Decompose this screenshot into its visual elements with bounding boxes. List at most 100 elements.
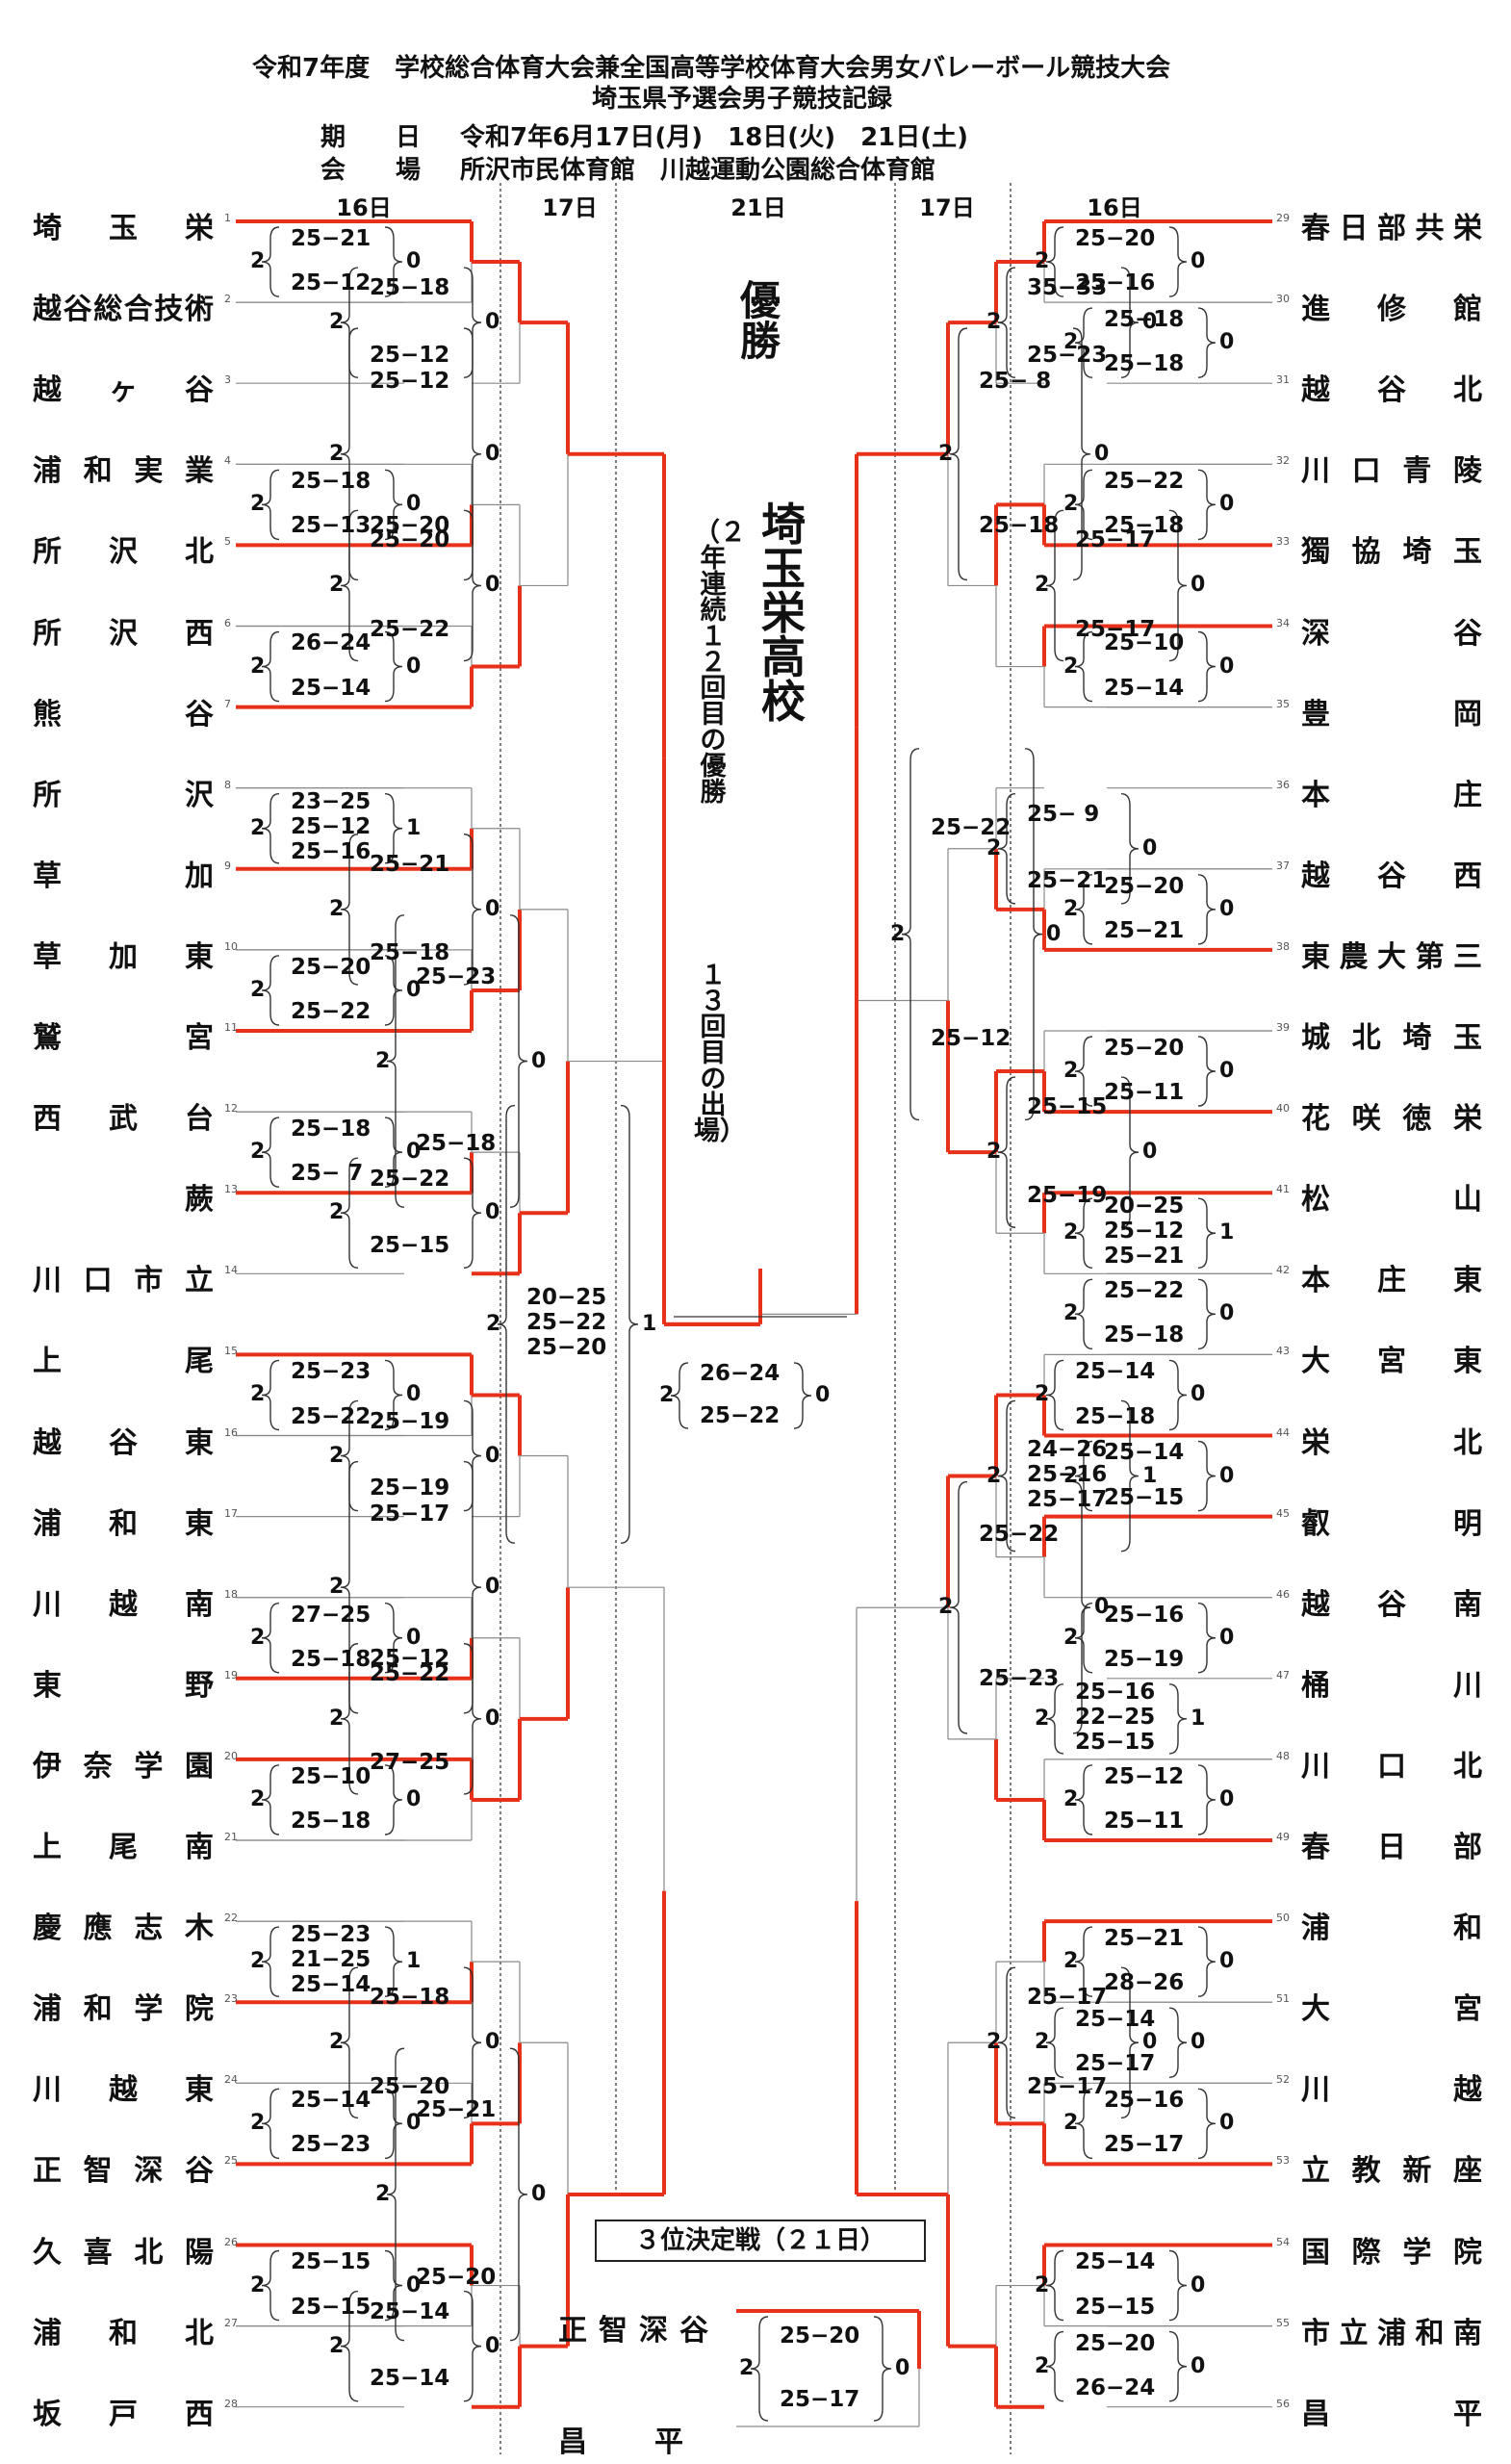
team-name-right: 大宮東 [1301,1337,1482,1379]
team-name-right: 花咲徳栄 [1301,1094,1482,1137]
left-round-sets-won: 2 [329,1706,345,1731]
team-name-char: 玉 [1452,1021,1482,1055]
team-name-right: 大宮 [1301,1985,1482,2027]
team-seed-number: 42 [1276,1264,1290,1277]
score-brace [384,793,403,864]
team-name-left: 所沢 [33,771,214,813]
team-name-right: 松山 [1301,1175,1482,1218]
right-match-sets-lost: 0 [1191,249,1206,274]
right-match-set-score: 25−18 [1075,1403,1156,1429]
score-brace [1074,469,1093,541]
team-name-char: 沢 [185,778,214,812]
team-name-char: 和 [83,1992,113,2027]
right-match-sets-lost: 0 [1191,573,1206,598]
team-seed-number: 55 [1276,2316,1290,2329]
team-name-right: 桶川 [1301,1661,1482,1704]
team-name-char: 坂 [33,2397,62,2431]
team-name-char: 草 [33,939,62,974]
team-name-char: ヶ [109,373,138,408]
team-name-right: 栄北 [1301,1419,1482,1461]
right-match-sets-won: 2 [1063,896,1079,921]
team-seed-number: 7 [224,697,231,710]
right-match-set-score: 25−18 [1104,513,1185,539]
left-match-sets-won: 2 [250,2111,266,2136]
team-name-left: 慶應志木 [33,1904,214,1946]
team-name-right: 豊岡 [1301,690,1482,732]
team-name-left: 草加東 [33,933,214,975]
team-name-char: 宮 [185,1021,214,1055]
team-name-char: 東 [33,1668,62,1703]
score-brace [261,793,280,864]
right-match-sets-lost: 0 [1219,896,1235,921]
team-name-right: 越谷西 [1301,852,1482,894]
score-brace [340,1966,359,2119]
team-name-right: 浦和 [1301,1904,1482,1946]
left-match-set-score: 21−25 [291,1947,371,1973]
team-name-left: 正智深谷 [33,2146,214,2189]
team-name-char: 加 [109,939,138,974]
team-name-char: 青 [1402,454,1432,489]
team-name-char: 口 [1377,1749,1406,1784]
score-brace [261,1359,280,1431]
right-match-sets-won: 2 [1063,1301,1079,1326]
right-match-set-score: 25−12 [931,1025,1012,1051]
score-brace [901,748,920,1121]
right-match-sets-lost: 0 [1219,1059,1235,1084]
score-brace [384,226,403,297]
team-seed-number: 24 [224,2073,238,2087]
team-name-char: 春 [1301,1831,1330,1864]
team-seed-number: 12 [224,1102,238,1116]
score-brace [261,1603,280,1674]
team-name-char: 谷 [1377,859,1406,893]
score-brace [750,2316,769,2422]
score-brace [261,630,280,703]
score-brace [1197,1197,1216,1269]
left-match-set-score: 25−20 [291,954,371,980]
team-name-right: 城北埼玉 [1301,1014,1482,1056]
team-name-char: 西 [185,616,214,651]
team-seed-number: 33 [1276,535,1290,549]
score-brace [1197,1764,1216,1835]
right-match-sets-won: 2 [938,1595,954,1620]
score-brace [1074,307,1093,378]
score-brace [620,1104,639,1544]
left-semifinal-set-score: 20−25 [526,1284,607,1310]
team-name-char: 加 [185,859,214,893]
left-match-sets-lost: 0 [406,977,422,1002]
score-brace [1168,2007,1188,2078]
team-name-char: 城 [1301,1021,1330,1055]
left-round-set-score: 25−12 [370,1646,450,1672]
score-brace [670,1362,689,1429]
right-match-sets-lost: 0 [1191,1382,1206,1407]
left-match-set-score: 23−25 [291,788,371,814]
team-name-char: 西 [185,2397,214,2431]
score-brace [997,1966,1016,2119]
team-name-char: 浦 [1301,1912,1330,1946]
team-seed-number: 22 [224,1912,238,1925]
team-name-left: 浦和東 [33,1500,214,1542]
team-name-char: 深 [1301,616,1330,651]
right-match-set-score: 25− 9 [1027,802,1100,828]
left-round-set-score: 25−21 [370,851,450,877]
right-match-sets-lost: 0 [1046,921,1062,946]
score-brace [261,2088,280,2160]
team-name-char: 三 [1453,939,1482,974]
left-match-set-score: 25−18 [291,1809,371,1835]
team-name-char: 東 [1453,1345,1482,1379]
team-seed-number: 35 [1276,697,1290,710]
left-round-sets-lost: 0 [531,2181,547,2206]
left-round-set-score: 25−20 [370,2073,450,2099]
team-name-char: 術 [184,293,214,327]
team-name-char: 陽 [184,2235,214,2270]
team-name-char: 立 [1339,2316,1369,2350]
team-name-char: 谷 [185,373,214,408]
team-name-char: 埼 [1402,535,1432,570]
team-seed-number: 26 [224,2235,238,2248]
team-name-char: 栄 [1301,1425,1330,1460]
team-name-char: 学 [134,1749,164,1784]
right-match-set-score: 25−14 [1075,2007,1156,2033]
left-match-set-score: 25−18 [291,469,371,495]
team-name-char: 合 [123,293,153,327]
team-seed-number: 13 [224,1183,238,1196]
left-match-sets-lost: 0 [406,1140,422,1165]
